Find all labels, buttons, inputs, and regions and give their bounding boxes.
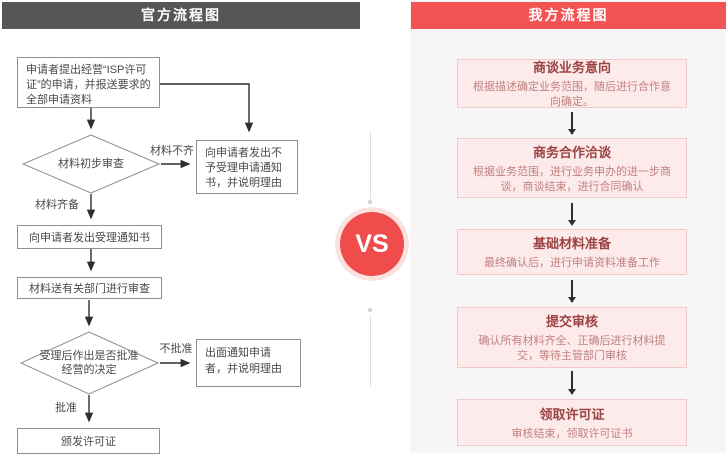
- node-department-review: 材料送有关部门进行审查: [17, 277, 162, 299]
- decision-initial-review-label: 材料初步审查: [58, 158, 124, 170]
- vs-badge: VS: [340, 212, 404, 276]
- vs-divider-dot-bottom: [368, 308, 372, 312]
- vs-divider-line-bottom: [370, 315, 371, 386]
- step-title: 提交审核: [545, 314, 598, 329]
- step-arrow-down-icon: [568, 112, 576, 135]
- decision-approval-label: 受理后作出是否批准经营的决定: [39, 350, 139, 376]
- node-acceptance-notice: 向申请者发出受理通知书: [17, 225, 162, 249]
- step-item-cooperation-talks: 商务合作洽谈 根据业务范围，进行业务申办的进一步商谈，商谈结束，进行合同确认: [457, 138, 687, 198]
- step-title: 领取许可证: [539, 406, 605, 422]
- step-title: 商谈业务意向: [532, 60, 611, 75]
- edge-label-materials-complete: 材料齐备: [35, 199, 79, 211]
- step-item-material-preparation: 基础材料准备 最终确认后，进行申请资料准备工作: [457, 229, 687, 275]
- step-desc: 最终确认后，进行申请资料准备工作: [484, 257, 660, 269]
- node-reject-notification: 出面通知申请者，并说明理由: [196, 339, 301, 387]
- our-flow-header: 我方流程图: [411, 2, 726, 29]
- vs-divider-line-top: [370, 131, 371, 199]
- step-desc: 根据描述确定业务范围，随后进行合作意向确定。: [473, 81, 671, 108]
- edge-label-not-approved: 不批准: [159, 343, 193, 355]
- node-rejection-notice: 向申请者发出不予受理申请通知书，并说明理由: [196, 140, 298, 194]
- step-desc: 审核结束，领取许可证书: [511, 427, 633, 440]
- step-arrow-down-icon: [568, 203, 576, 226]
- step-item-business-intent: 商谈业务意向 根据描述确定业务范围，随后进行合作意向确定。: [457, 59, 687, 108]
- step-arrow-down-icon: [568, 371, 576, 395]
- node-issue-license: 颁发许可证: [17, 428, 160, 454]
- step-item-submit-review: 提交审核 确认所有材料齐全、正确后进行材料提交，等待主管部门审核: [457, 307, 687, 368]
- edge-label-approved: 批准: [55, 402, 77, 414]
- official-flow-header: 官方流程图: [2, 2, 360, 29]
- step-item-get-license: 领取许可证 审核结束，领取许可证书: [457, 399, 687, 446]
- step-arrow-down-icon: [568, 280, 576, 303]
- step-title: 商务合作洽谈: [532, 144, 611, 160]
- step-desc: 确认所有材料齐全、正确后进行材料提交，等待主管部门审核: [478, 335, 666, 362]
- step-title: 基础材料准备: [532, 236, 611, 251]
- vs-divider-dot-top: [368, 200, 372, 204]
- node-start-application: 申请者提出经营“ISP许可证”的申请，并报送要求的全部申请资料: [17, 57, 160, 108]
- step-desc: 根据业务范围，进行业务申办的进一步商谈，商谈结束，进行合同确认: [473, 165, 671, 193]
- edge-label-materials-incomplete: 材料不齐: [150, 145, 194, 157]
